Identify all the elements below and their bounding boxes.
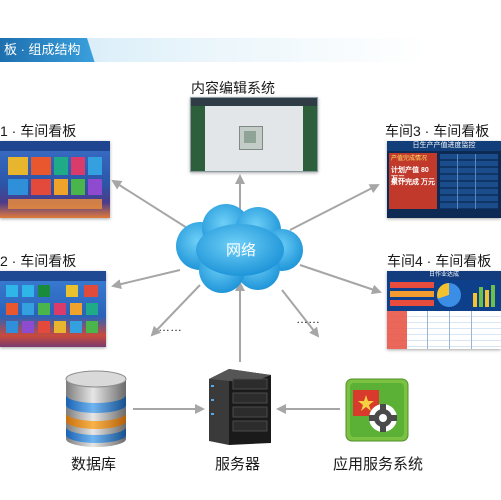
app-service-icon <box>345 378 409 442</box>
workshop3-label: 车间3 · 车间看板 <box>385 123 490 139</box>
header-bar: 板 · 组成结构 <box>0 38 501 62</box>
workshop1-label: 1 · 车间看板 <box>0 123 77 139</box>
workshop2-screen <box>0 271 106 347</box>
workshop1-screen <box>0 141 110 218</box>
arrow-to-more-left <box>150 284 201 337</box>
database-icon <box>65 370 127 447</box>
server-label: 服务器 <box>215 456 261 473</box>
workshop4-label: 车间4 · 车间看板 <box>387 253 492 269</box>
server-icon <box>209 369 271 445</box>
arrow-to-workshop2 <box>111 269 181 290</box>
workshop2-label: 2 · 车间看板 <box>0 253 77 269</box>
cms-label: 内容编辑系统 <box>191 80 275 96</box>
ellipsis-left: …… <box>158 320 182 334</box>
header-title: 板 · 组成结构 <box>0 38 95 62</box>
database-label: 数据库 <box>71 456 117 473</box>
workshop3-screen: 日生产产值进度监控 产值完成情况 计划产值 80 万元 累计完成 万元 <box>387 141 501 218</box>
arrow-to-workshop3 <box>289 184 380 231</box>
workshop4-screen-title: 日作业达成 <box>387 271 501 280</box>
workshop4-screen: 日作业达成 <box>387 271 501 349</box>
network-label: 网络 <box>226 242 257 259</box>
workshop3-line-1: 计划产值 80 万元 <box>391 167 429 183</box>
workshop3-screen-title: 日生产产值进度监控 <box>387 141 501 151</box>
ellipsis-right: …… <box>296 312 320 326</box>
arrow-to-workshop4 <box>299 264 382 295</box>
arrow-to-more-right <box>281 289 320 338</box>
workshop3-line-2: 累计完成 万元 <box>391 179 435 186</box>
arrow-to-workshop1 <box>111 179 196 234</box>
cms-screen <box>190 97 318 172</box>
workshop3-line-0: 产值完成情况 <box>391 156 428 162</box>
app-service-label: 应用服务系统 <box>333 456 424 473</box>
